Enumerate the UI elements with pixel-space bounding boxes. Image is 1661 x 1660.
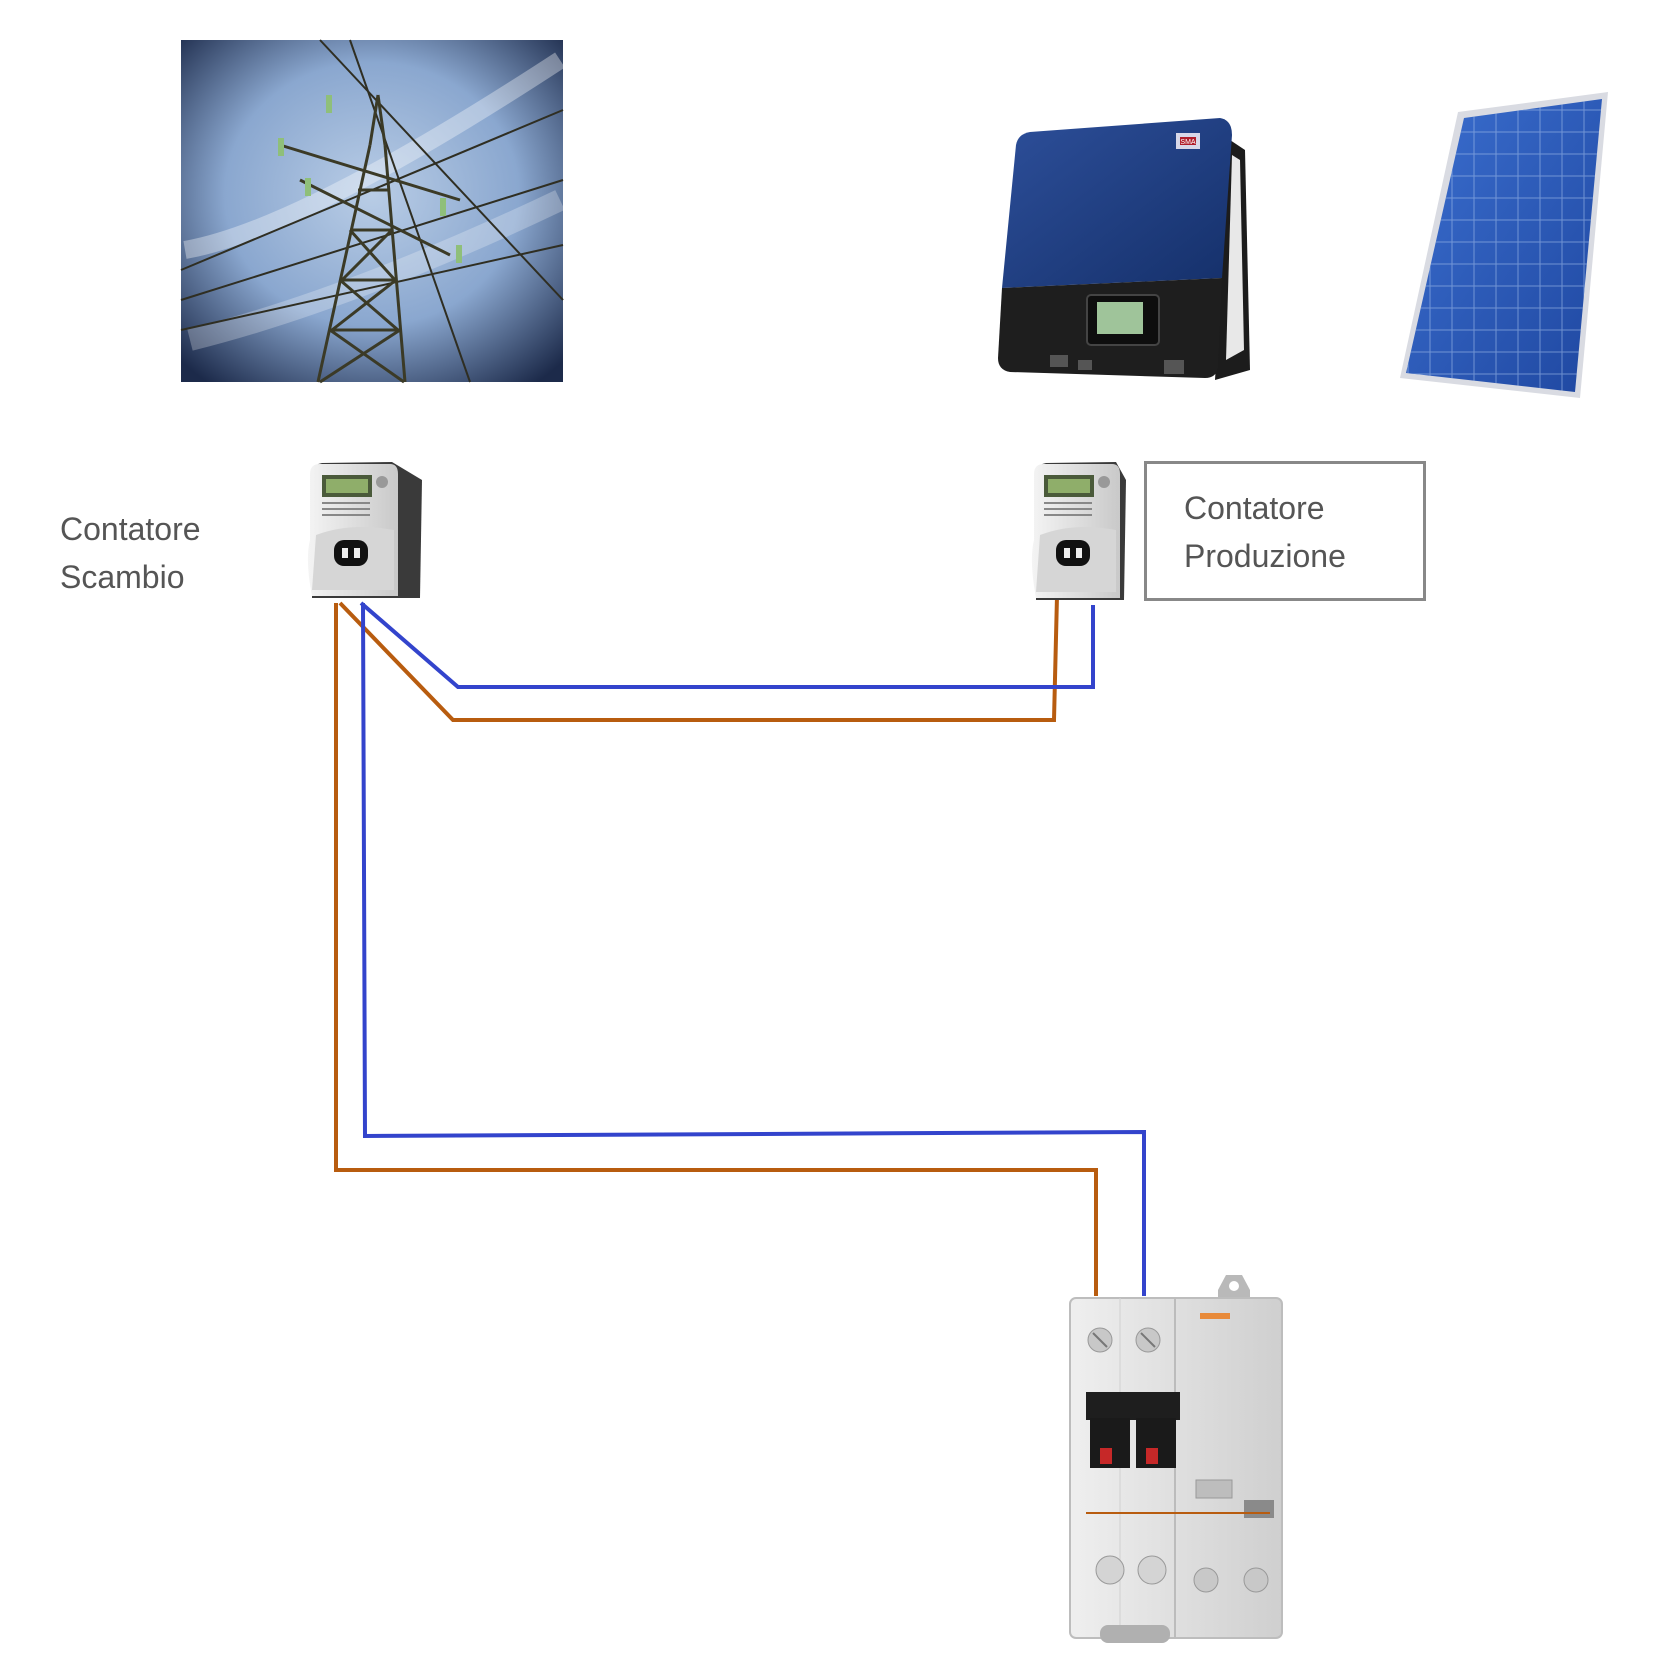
- neutral-wire-production: [359, 601, 1095, 689]
- breaker-icon: [1069, 1275, 1283, 1643]
- neutral-wire-breaker: [361, 602, 1146, 1296]
- label-contatore-scambio-line2: Scambio: [60, 559, 185, 595]
- phase-wire-breaker: [334, 603, 1098, 1296]
- label-contatore-produzione-line2: Produzione: [1184, 538, 1346, 574]
- power-pylon-icon: [180, 39, 565, 384]
- inverter-icon: SMA: [998, 118, 1250, 380]
- label-contatore-scambio: Contatore Scambio: [60, 505, 201, 601]
- label-contatore-produzione: Contatore Produzione: [1184, 484, 1346, 580]
- label-contatore-produzione-line1: Contatore: [1184, 490, 1325, 526]
- label-box-contatore-produzione: [1144, 461, 1426, 601]
- wires: [334, 595, 1146, 1296]
- meter-exchange-icon: [307, 462, 422, 598]
- label-contatore-scambio-line1: Contatore: [60, 511, 201, 547]
- solar-panel-icon: [1400, 92, 1608, 398]
- phase-wire-production: [338, 595, 1059, 722]
- meter-production-icon: [1031, 462, 1126, 600]
- inverter-brand-logo: SMA: [1180, 139, 1196, 146]
